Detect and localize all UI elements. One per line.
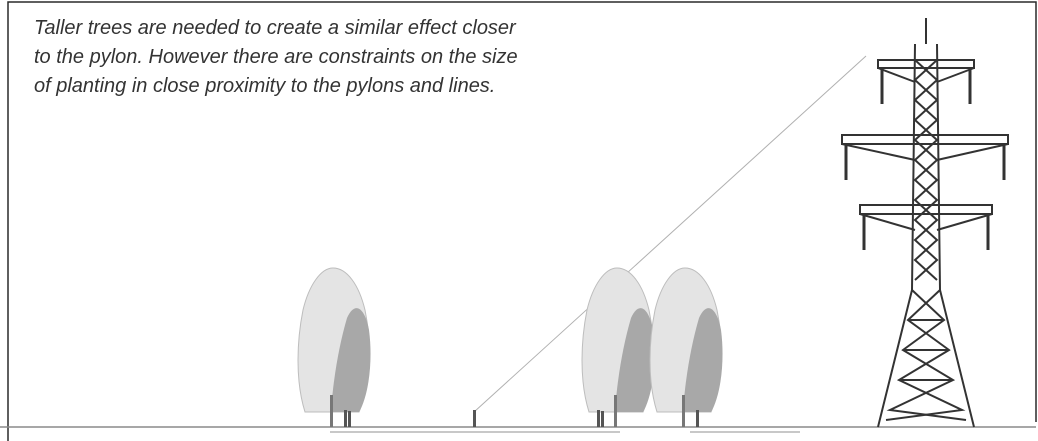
panel-frame — [7, 1, 1037, 441]
sight-line — [473, 55, 867, 413]
tree-middle — [581, 267, 655, 427]
caption-line-3: of planting in close proximity to the py… — [34, 75, 496, 97]
tree-left — [297, 267, 371, 427]
caption-line-1: Taller trees are needed to create a simi… — [34, 17, 516, 39]
pylon — [841, 18, 1009, 428]
person-figures — [344, 410, 699, 427]
caption-text: Taller trees are needed to create a simi… — [34, 14, 674, 101]
caption-line-2: to the pylon. However there are constrai… — [34, 46, 518, 68]
tree-right — [649, 267, 723, 427]
